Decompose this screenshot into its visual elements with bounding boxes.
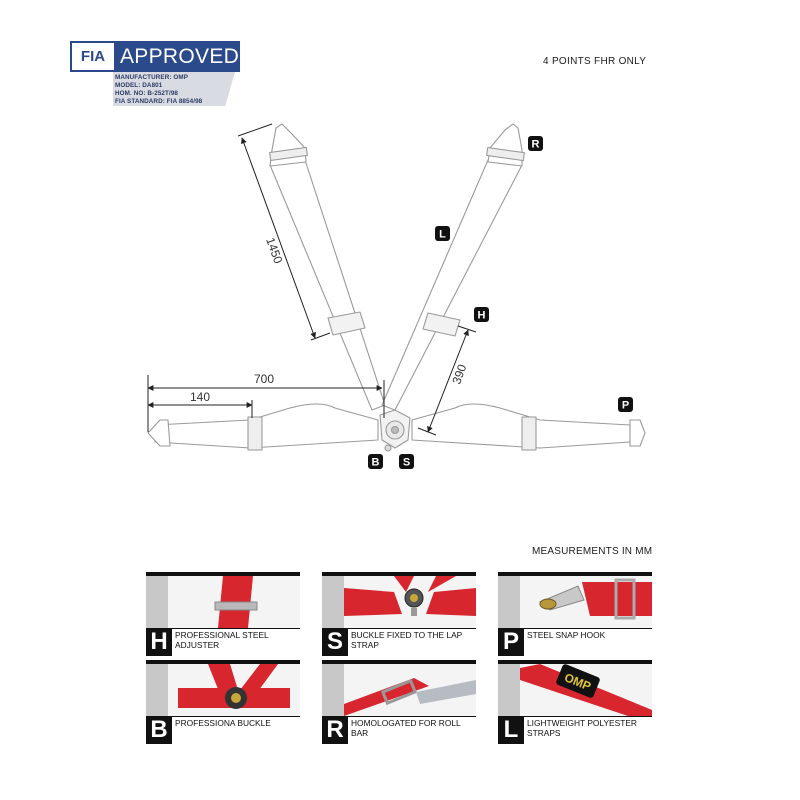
fia-logo: FIA: [72, 43, 114, 70]
feature-letter-b: B: [146, 716, 172, 744]
svg-text:B: B: [372, 457, 380, 469]
fia-approved-title: APPROVED: [120, 45, 240, 68]
left-lap-strap: [147, 403, 379, 451]
feature-caption-snap-hook: STEEL SNAP HOOK: [527, 630, 606, 640]
buckle-fixed-photo: [344, 576, 476, 628]
feature-letter-h: H: [146, 628, 172, 656]
svg-text:P: P: [622, 400, 629, 412]
points-label: 4 POINTS FHR ONLY: [543, 56, 647, 67]
dim-lap-total: 700: [254, 372, 274, 386]
fia-model: MODEL: DA801: [115, 82, 163, 89]
roll-bar-photo: [344, 664, 476, 716]
fia-approved-badge: FIA APPROVED MANUFACTURER: OMP MODEL: DA…: [70, 41, 240, 106]
feature-caption-polyester-straps: LIGHTWEIGHT POLYESTER STRAPS: [527, 718, 637, 738]
feature-tile-roll-bar: R HOMOLOGATED FOR ROLL BAR: [322, 660, 476, 744]
marker-p: P: [618, 397, 633, 412]
marker-l: L: [435, 226, 450, 241]
feature-letter-r: R: [322, 716, 348, 744]
feature-caption-buckle-fixed: BUCKLE FIXED TO THE LAP STRAP: [351, 630, 463, 650]
right-shoulder-strap: [381, 123, 525, 411]
feature-letter-p: P: [498, 628, 524, 656]
fia-standard: FIA STANDARD: FIA 8854/98: [115, 98, 203, 105]
buckle-photo: [168, 664, 300, 716]
svg-text:H: H: [478, 310, 486, 322]
marker-s: S: [399, 454, 414, 469]
feature-letter-s: S: [322, 628, 348, 656]
feature-caption-adjuster: PROFESSIONAL STEEL ADJUSTER: [175, 630, 269, 650]
svg-text:R: R: [532, 139, 540, 151]
marker-b: B: [368, 454, 383, 469]
feature-tile-adjuster: H PROFESSIONAL STEEL ADJUSTER: [146, 572, 300, 656]
harness-diagram: 1450 700 140 390 R L H P B S: [147, 123, 646, 469]
adjuster-photo: [168, 576, 300, 628]
measurements-label: MEASUREMENTS IN MM: [532, 546, 653, 557]
svg-text:S: S: [403, 457, 410, 469]
dim-adjuster: 390: [449, 362, 469, 386]
dim-shoulder-length: 1450: [263, 236, 285, 266]
fia-details-panel: [113, 72, 235, 106]
left-shoulder-strap: [269, 123, 386, 411]
feature-letter-l: L: [498, 716, 524, 744]
marker-h: H: [474, 307, 489, 322]
feature-tile-polyester-straps: OMP L LIGHTWEIGHT POLYESTER STRAPS: [498, 660, 652, 744]
snap-hook-photo: [520, 576, 652, 628]
central-buckle: [379, 409, 411, 452]
feature-caption-buckle: PROFESSIONA BUCKLE: [175, 718, 271, 728]
polyester-strap-photo: OMP: [520, 664, 652, 716]
feature-tile-buckle: B PROFESSIONA BUCKLE: [146, 660, 300, 744]
fia-hom-no: HOM. NO: B-252T/98: [115, 90, 179, 97]
feature-tile-buckle-fixed: S BUCKLE FIXED TO THE LAP STRAP: [322, 572, 476, 656]
fia-manufacturer: MANUFACTURER: OMP: [115, 74, 189, 81]
marker-r: R: [528, 136, 543, 151]
right-lap-strap: [411, 403, 646, 451]
feature-tile-snap-hook: P STEEL SNAP HOOK: [498, 572, 652, 656]
dim-lap-short: 140: [190, 390, 210, 404]
feature-caption-roll-bar: HOMOLOGATED FOR ROLL BAR: [351, 718, 461, 738]
svg-text:L: L: [439, 229, 446, 241]
